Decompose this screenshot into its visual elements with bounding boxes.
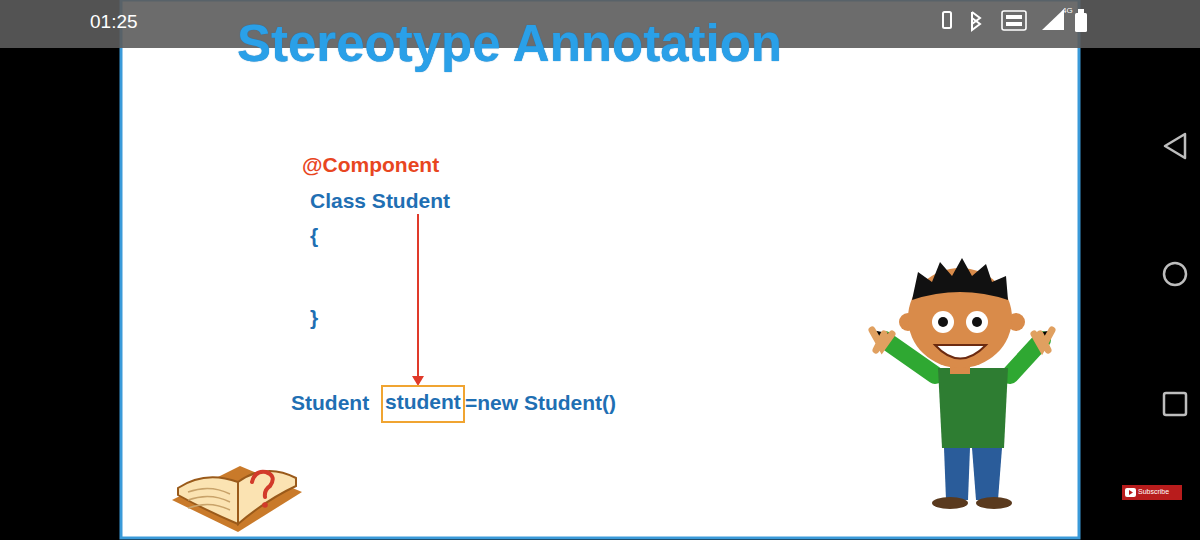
highlight-box: student — [381, 385, 465, 423]
subscribe-button — [1122, 485, 1182, 500]
pointer-arrow — [417, 214, 419, 378]
play-icon — [1125, 488, 1136, 497]
code-type: Student — [291, 391, 369, 415]
nav-buttons — [1164, 134, 1186, 415]
open-brace: { — [310, 224, 318, 248]
boxed-code: student — [385, 390, 461, 414]
code-assignment: =new Student() — [465, 391, 616, 415]
network-type: 4G — [1062, 6, 1073, 15]
boy-illustration — [872, 258, 1052, 509]
annotation-text: @Component — [302, 153, 439, 177]
slide — [121, 0, 1079, 538]
close-brace: } — [310, 306, 318, 330]
subscribe-text: Subscribe — [1138, 488, 1169, 495]
slide-title: Stereotype Annotation — [237, 14, 782, 73]
clock: 01:25 — [90, 11, 138, 33]
book-illustration — [172, 466, 302, 532]
class-declaration: Class Student — [310, 189, 450, 213]
